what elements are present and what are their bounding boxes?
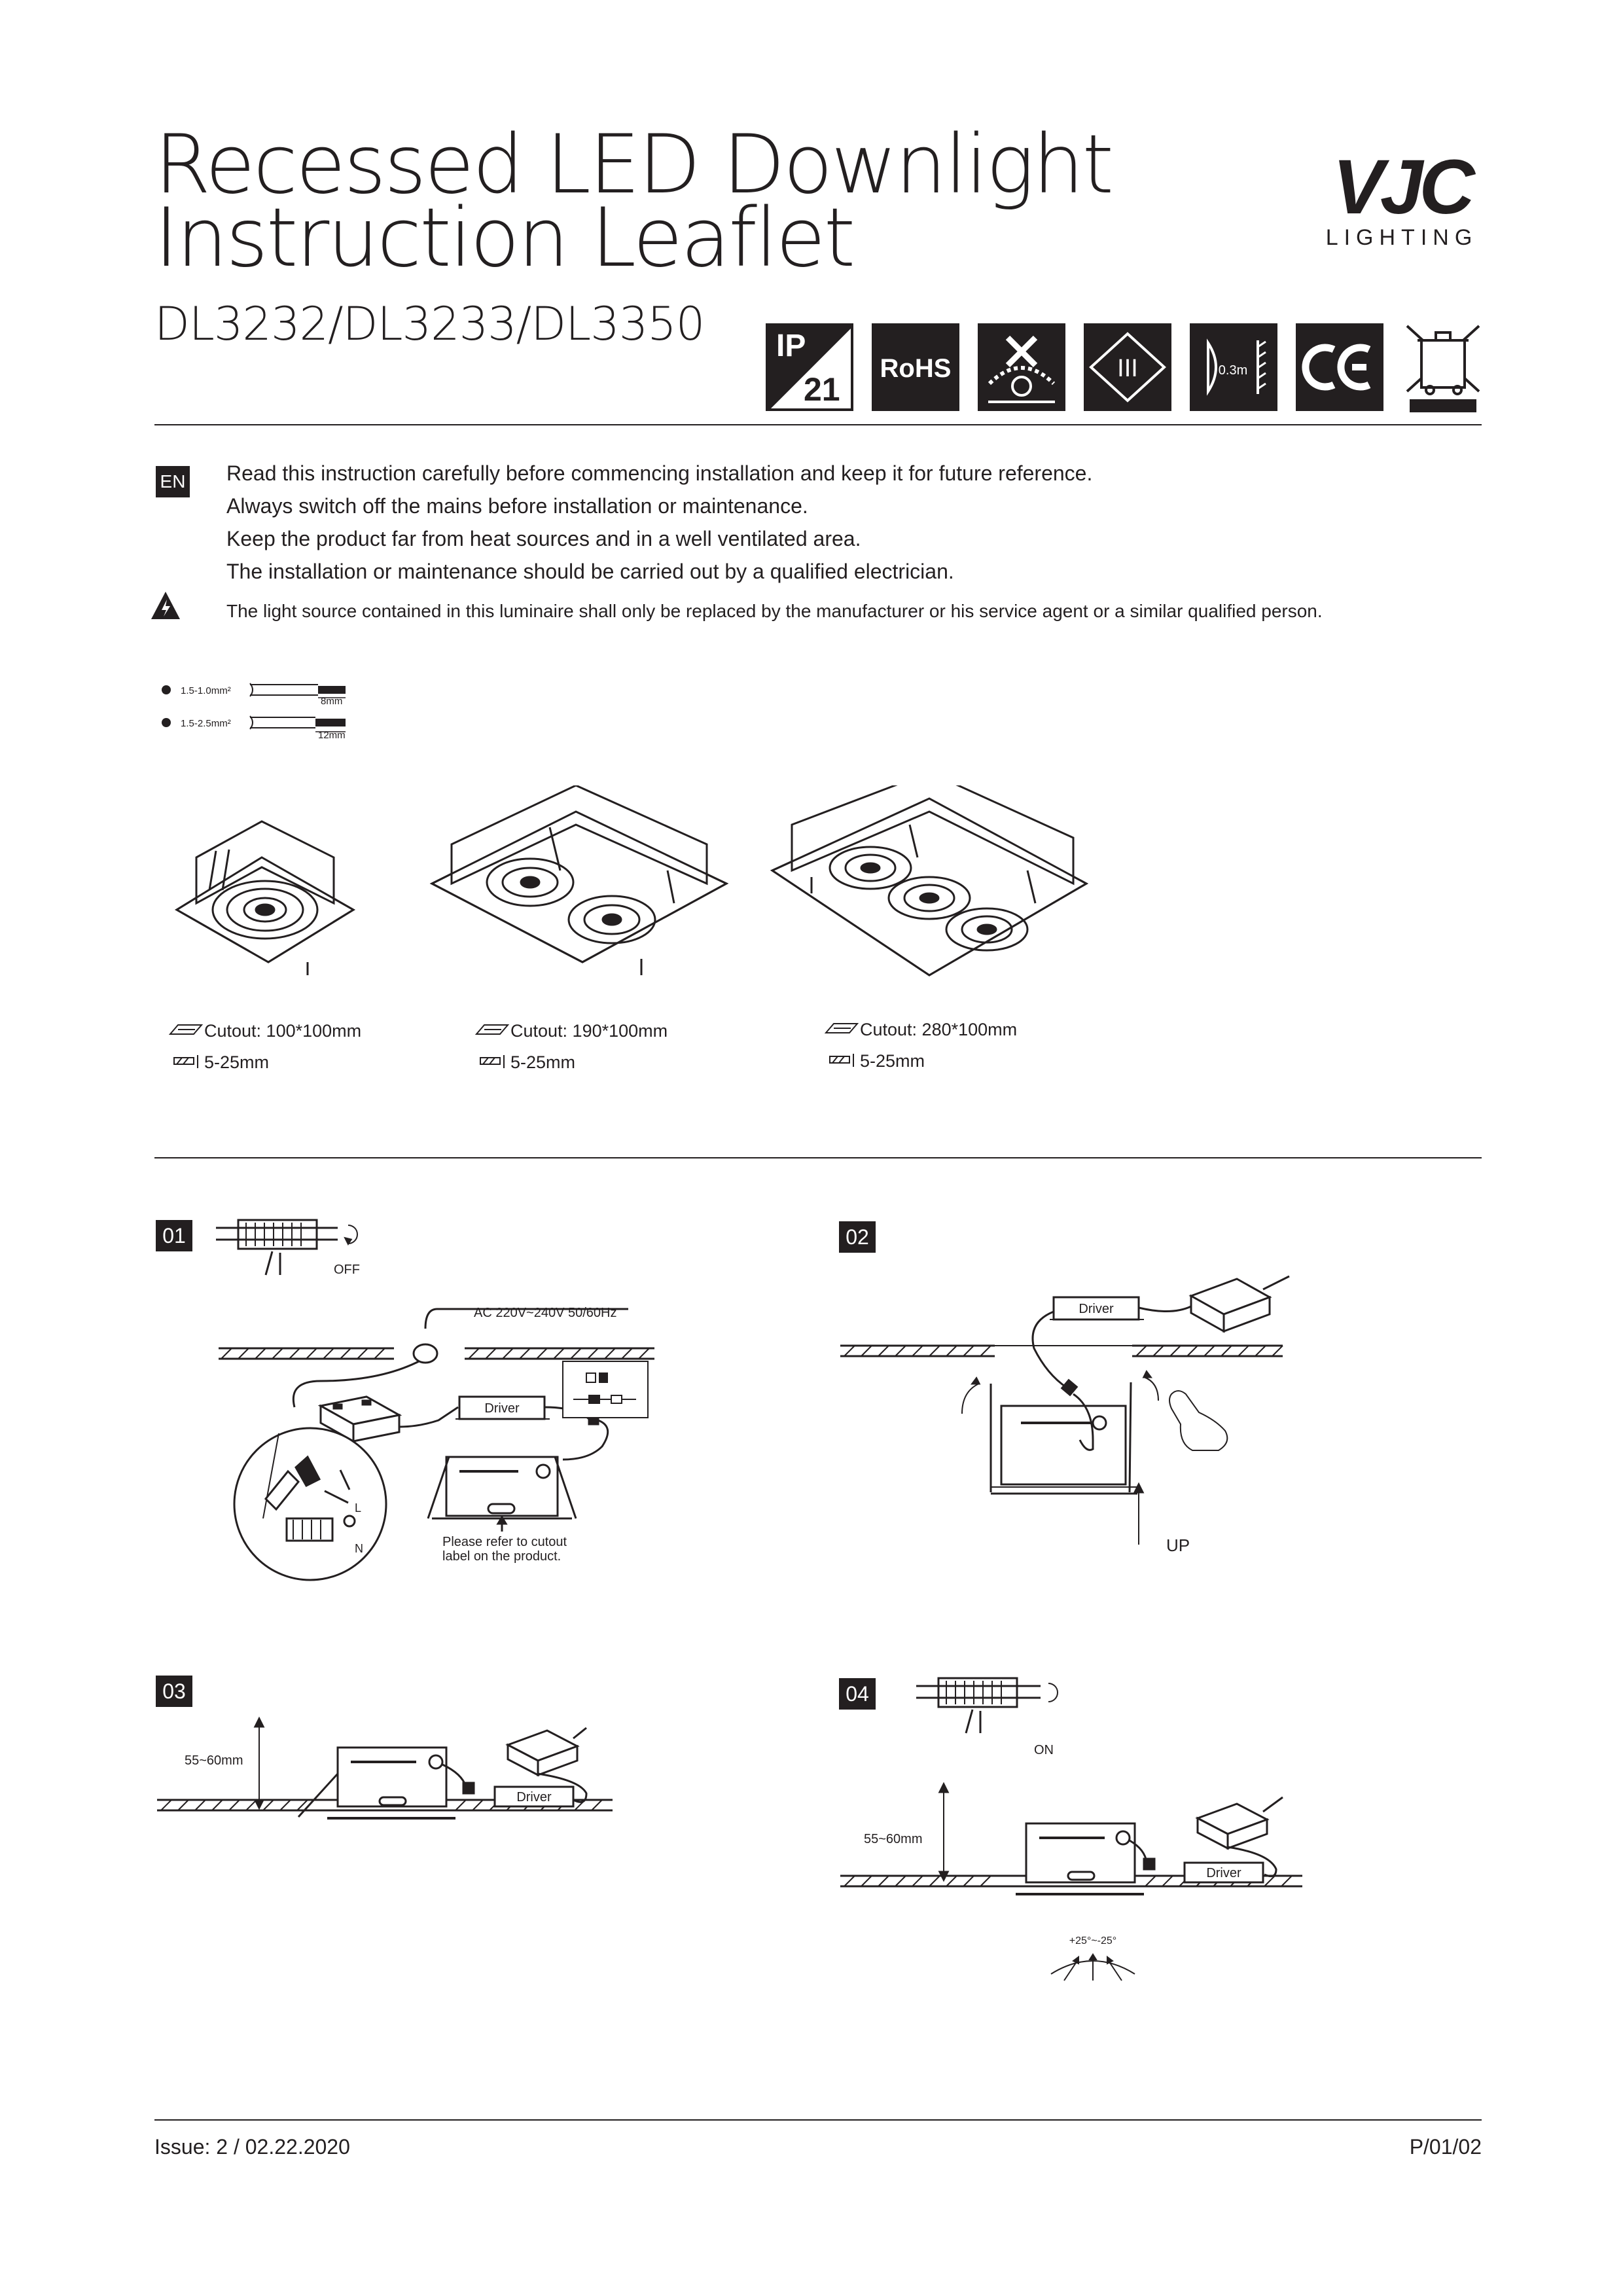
ceiling-slab <box>840 1344 1283 1357</box>
step-02-badge: 02 <box>839 1221 876 1253</box>
class-iii-icon: III <box>1084 323 1171 411</box>
step-04-breaker: ON <box>910 1669 1067 1761</box>
instruction-line-1: Read this instruction carefully before c… <box>226 461 1093 485</box>
driver-box <box>1183 1861 1264 1884</box>
tilt-indicator: +25°~-25° <box>1041 1931 1145 1983</box>
distance-0-3m-icon: 0.3m <box>1190 323 1277 411</box>
breaker-off-icon <box>216 1219 358 1276</box>
light-source-warning: The light source contained in this lumin… <box>226 601 1323 621</box>
depth-label-03: 55~60mm <box>185 1753 243 1768</box>
off-label: OFF <box>334 1263 360 1277</box>
cutout-note-line-1: Please refer to cutout <box>442 1535 567 1549</box>
wire-strip-2: 12mm <box>318 730 346 741</box>
step-01-diagram: OFF AC 220V~240V 50/60Hz <box>209 1211 694 1590</box>
step-03-badge: 03 <box>156 1676 192 1707</box>
page-number: P/01/02 <box>1409 2135 1482 2159</box>
depth-label-04: 55~60mm <box>864 1832 923 1846</box>
step-03-diagram: 55~60mm Driver <box>154 1702 652 1833</box>
driver-label-03: Driver <box>516 1790 552 1804</box>
supply-label: AC 220V~240V 50/60Hz <box>474 1306 617 1320</box>
junction-box <box>1188 1278 1272 1333</box>
up-label: UP <box>1166 1535 1190 1555</box>
cutout-note-line-2: label on the product. <box>442 1549 561 1564</box>
driver-box <box>1050 1296 1144 1321</box>
footer-divider <box>154 2119 1482 2121</box>
driver-label-02: Driver <box>1079 1302 1114 1316</box>
driver-box <box>455 1395 550 1420</box>
driver-label-01: Driver <box>484 1401 520 1416</box>
header-divider <box>154 424 1482 425</box>
breaker-on-icon <box>916 1677 1058 1734</box>
model-numbers: DL3232/DL3233/DL3350 <box>154 297 705 351</box>
junction-box <box>505 1729 580 1777</box>
product-spec-double: Cutout: 190*100mm 5-25mm <box>474 1020 802 1079</box>
wiring-detail-inset <box>233 1427 387 1581</box>
driver-box <box>493 1785 575 1808</box>
product-thickness-2: 5-25mm <box>510 1052 575 1072</box>
live-label: L <box>355 1501 361 1515</box>
title-line-1: Recessed LED Downlight <box>154 118 1114 212</box>
product-cutout-2: Cutout: 190*100mm <box>510 1021 668 1041</box>
electric-warning-icon <box>151 590 181 620</box>
junction-box <box>1195 1803 1270 1850</box>
title-line-2: Instruction Leaflet <box>154 191 855 285</box>
instruction-line-2: Always switch off the mains before insta… <box>226 494 808 518</box>
wire-strip-1: 8mm <box>321 696 342 707</box>
connector-inset <box>562 1361 649 1418</box>
class-iii-text: III <box>1117 355 1138 382</box>
language-badge: EN <box>156 466 190 497</box>
no-insulation-cover-icon <box>978 323 1065 411</box>
luminaire-box <box>427 1456 577 1532</box>
wire-strip-spec: 1.5-1.0mm² 8mm 1.5-2.5mm² 12mm <box>154 675 377 747</box>
brand-sub: LIGHTING <box>1326 225 1478 247</box>
product-triple-drawing <box>770 771 1089 977</box>
product-spec-triple: Cutout: 280*100mm 5-25mm <box>824 1018 1152 1077</box>
rohs-icon: RoHS <box>872 323 959 411</box>
product-cutout-3: Cutout: 280*100mm <box>860 1020 1017 1039</box>
luminaire-box <box>1016 1822 1144 1895</box>
instruction-line-3: Keep the product far from heat sources a… <box>226 527 861 550</box>
step-04-badge: 04 <box>839 1678 876 1710</box>
distance-text: 0.3m <box>1219 363 1247 378</box>
tilt-label: +25°~-25° <box>1069 1935 1116 1946</box>
step-01-badge: 01 <box>156 1220 192 1251</box>
product-thickness-3: 5-25mm <box>860 1051 925 1071</box>
weee-bin-icon <box>1406 325 1480 412</box>
section-divider <box>154 1157 1482 1158</box>
brand-main: VJC <box>1332 149 1476 230</box>
step-04-diagram: 55~60mm Driver <box>838 1767 1335 1911</box>
on-label: ON <box>1034 1743 1054 1757</box>
step-02-diagram: Driver <box>831 1244 1329 1584</box>
ip21-icon: IP 21 <box>766 323 853 411</box>
driver-label-04: Driver <box>1206 1866 1241 1880</box>
product-spec-single: Cutout: 100*100mm 5-25mm <box>168 1020 496 1079</box>
product-single-drawing <box>175 820 355 975</box>
ip-bottom-text: 21 <box>804 371 840 408</box>
ip-top-text: IP <box>776 329 806 363</box>
product-thickness-1: 5-25mm <box>204 1052 269 1072</box>
product-drawings <box>157 771 1152 1086</box>
issue-date: Issue: 2 / 02.22.2020 <box>154 2135 350 2159</box>
luminaire-box <box>990 1382 1137 1495</box>
neutral-label: N <box>355 1542 363 1555</box>
ceiling-slab <box>219 1343 654 1364</box>
wire-gauge-2: 1.5-2.5mm² <box>181 718 231 729</box>
luminaire-box <box>297 1746 455 1820</box>
vjc-logo: VJC LIGHTING <box>1315 144 1486 250</box>
ce-mark-icon <box>1296 323 1383 411</box>
certification-icons: IP 21 RoHS III 0.3m <box>766 318 1486 423</box>
product-double-drawing <box>429 784 729 975</box>
hand-push-icon <box>1169 1390 1228 1451</box>
junction-box <box>317 1395 402 1443</box>
rohs-text: RoHS <box>880 354 952 383</box>
wire-gauge-1: 1.5-1.0mm² <box>181 685 231 696</box>
instruction-line-4: The installation or maintenance should b… <box>226 560 954 583</box>
product-cutout-1: Cutout: 100*100mm <box>204 1021 361 1041</box>
